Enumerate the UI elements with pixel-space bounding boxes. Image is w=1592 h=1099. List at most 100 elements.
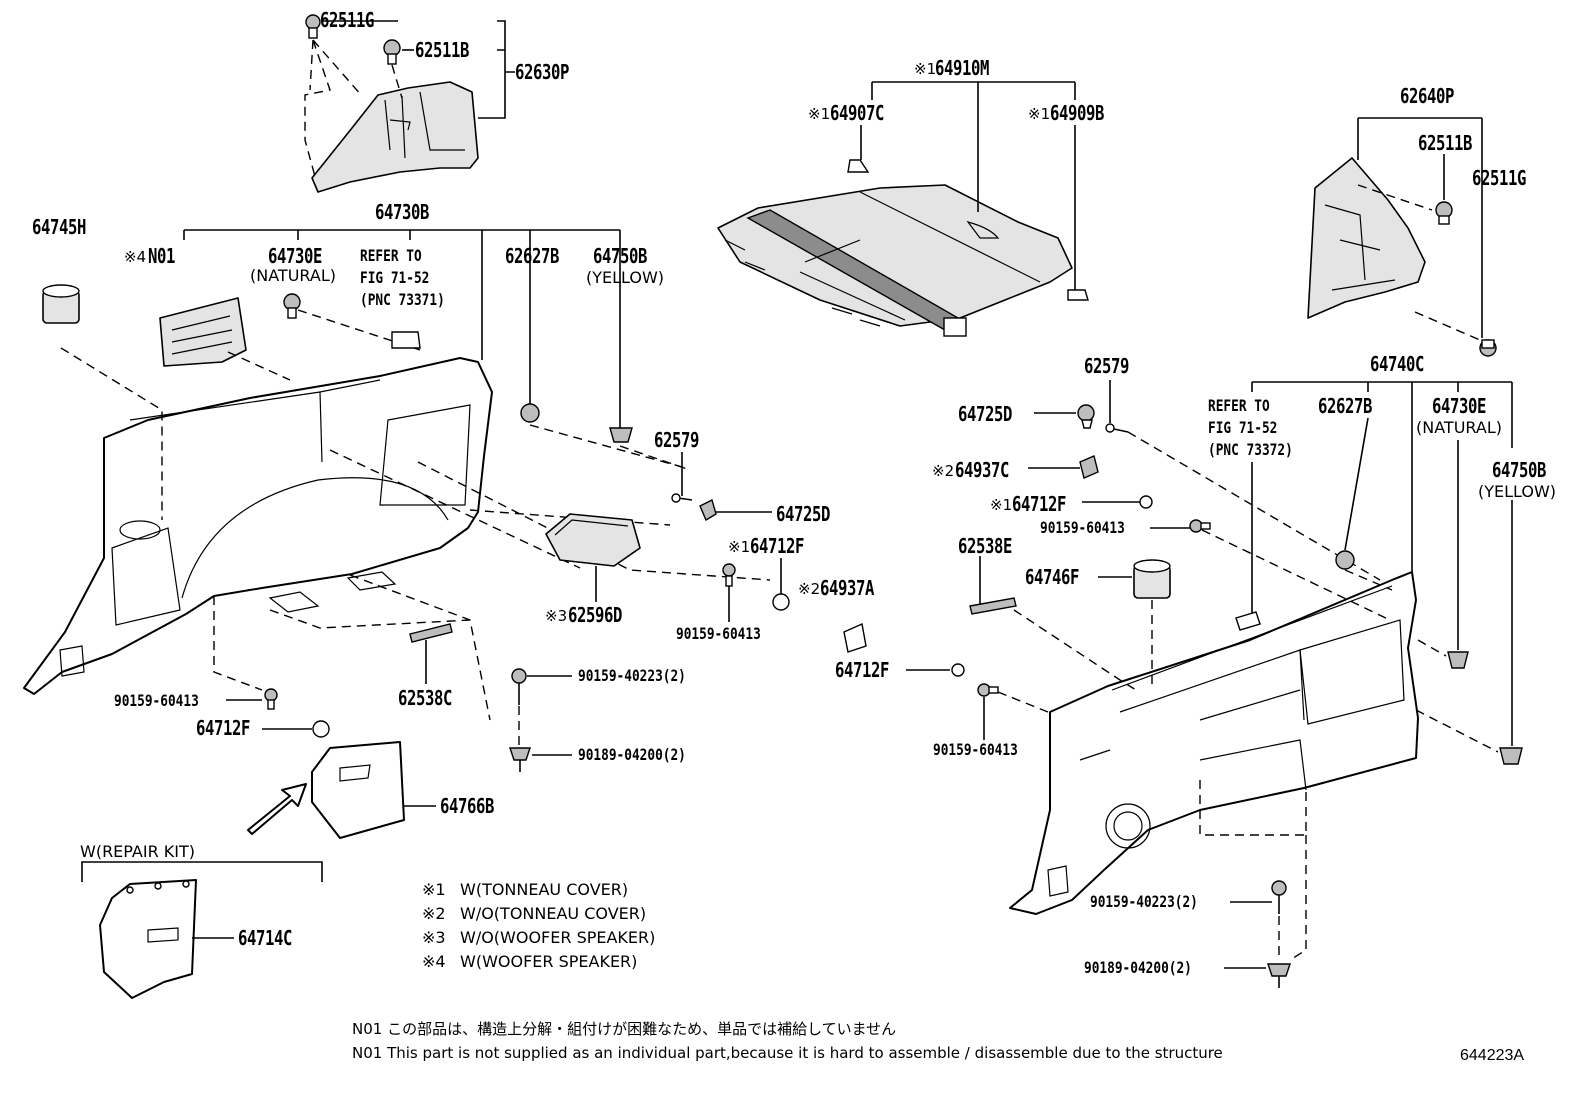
- part-number: 90159-60413: [1040, 518, 1125, 537]
- arrow-indicator: [247, 783, 307, 835]
- dashed-guide: [997, 691, 1049, 713]
- condition-mark: ※1: [728, 538, 751, 556]
- dashed-guide: [304, 39, 403, 181]
- dashed-guide: [1201, 529, 1393, 621]
- upper-trim-62630p: [311, 81, 479, 193]
- clip-90189-04200-left: [509, 747, 531, 772]
- repair-kit-bracket: [81, 861, 323, 882]
- part-number: 62511G: [1472, 166, 1527, 190]
- cup-holder-64745h: [42, 284, 80, 324]
- reference-note: REFER TO: [360, 246, 422, 265]
- footnote-japanese: N01 この部品は、構造上分解・組付けが困難なため、単品では補給していません: [352, 1020, 897, 1038]
- part-variant-note: (YELLOW): [1478, 482, 1557, 501]
- screw-90159-40223-left: [511, 668, 527, 705]
- clip-64750b-left: [609, 427, 633, 443]
- part-number: 64730B: [375, 200, 430, 224]
- plug-64712f-left: [312, 720, 330, 738]
- bolt-90159-60413-mid: [722, 563, 736, 587]
- part-variant-note: (NATURAL): [250, 266, 336, 285]
- part-number: 64909B: [1050, 101, 1105, 125]
- dashed-guide: [213, 596, 263, 691]
- clip-90189-04200-right: [1267, 963, 1291, 988]
- screw-62579-left: [671, 493, 693, 503]
- clip-64725d-right: [1077, 404, 1095, 429]
- bracket-pnc-73371: [391, 331, 421, 349]
- part-number: 90159-40223(2): [578, 666, 686, 685]
- part-number: N01: [148, 244, 176, 268]
- note-mark: ※1: [422, 880, 446, 899]
- condition-mark: ※1: [990, 496, 1013, 514]
- part-number: 64910M: [935, 56, 990, 80]
- part-number: 64746F: [1025, 565, 1080, 589]
- part-number: 62511B: [415, 38, 470, 62]
- plug-64712f-right-upper: [1139, 495, 1153, 509]
- dashed-guide: [60, 309, 771, 581]
- clip-64730e-left: [283, 293, 301, 319]
- clip-64730e-right: [1447, 651, 1469, 669]
- cover-64766b: [311, 741, 405, 839]
- part-number: 64714C: [238, 926, 293, 950]
- part-variant-note: (NATURAL): [1416, 418, 1502, 437]
- note-text: W/O(TONNEAU COVER): [460, 904, 647, 923]
- dashed-guide: [529, 424, 691, 471]
- part-number: 64750B: [593, 244, 648, 268]
- dashed-guide: [1415, 709, 1499, 753]
- note-text: W(TONNEAU COVER): [460, 880, 629, 899]
- part-number: 64745H: [32, 215, 87, 239]
- repair-kit-label: W(REPAIR KIT): [80, 842, 196, 861]
- part-number: 90159-60413: [676, 624, 761, 643]
- bracket-64907c: [847, 159, 870, 173]
- clip-64725d-left: [699, 498, 717, 522]
- condition-mark: ※1: [808, 105, 831, 123]
- clip-62511b-top: [383, 39, 401, 65]
- dashed-guide: [1357, 184, 1481, 341]
- plug-64712f-mid: [772, 593, 790, 611]
- condition-mark: ※4: [124, 248, 147, 266]
- part-number: 62596D: [568, 603, 623, 627]
- part-number: 64730E: [268, 244, 323, 268]
- reference-note: (PNC 73371): [360, 290, 445, 309]
- condition-mark: ※1: [1028, 105, 1051, 123]
- tonneau-cover-64910m: [717, 184, 1073, 337]
- clip-62627b-left: [520, 403, 540, 423]
- part-number: 62579: [1084, 354, 1130, 378]
- leader: [183, 229, 621, 430]
- note-text: W/O(WOOFER SPEAKER): [460, 928, 656, 947]
- part-variant-note: (YELLOW): [586, 268, 665, 287]
- leader: [860, 81, 1076, 290]
- plug-64712f-right-mid: [951, 663, 965, 677]
- note-text: W(WOOFER SPEAKER): [460, 952, 638, 971]
- tray-62596d: [545, 513, 641, 567]
- cap-64937a: [843, 622, 867, 653]
- leader: [1344, 417, 1369, 551]
- repair-kit-part-64714c: [99, 879, 197, 999]
- clip-62627b-right: [1335, 550, 1355, 570]
- part-number: 64712F: [1012, 492, 1067, 516]
- part-number: 90159-60413: [114, 691, 199, 710]
- dashed-guide: [1013, 609, 1137, 691]
- part-number: 62627B: [1318, 394, 1373, 418]
- part-number: 62511B: [1418, 131, 1473, 155]
- bracket-62538e: [969, 597, 1017, 615]
- condition-mark: ※2: [932, 462, 955, 480]
- dashed-guide: [269, 574, 491, 721]
- note-mark: ※2: [422, 904, 446, 923]
- condition-mark: ※1: [914, 60, 937, 78]
- part-number: 64725D: [776, 502, 831, 526]
- part-number: 64712F: [835, 658, 890, 682]
- part-number: 62511G: [320, 8, 375, 32]
- bracket-64909b: [1067, 289, 1089, 301]
- reference-note: FIG 71-52: [360, 268, 430, 287]
- part-number: 64907C: [830, 101, 885, 125]
- part-number: 64712F: [196, 716, 251, 740]
- clip-62511g-right: [1479, 339, 1497, 357]
- part-number: 90159-40223(2): [1090, 892, 1198, 911]
- footnote-english: N01 This part is not supplied as an indi…: [352, 1044, 1223, 1062]
- clip-64937c: [1079, 455, 1099, 479]
- dashed-guide: [1417, 639, 1447, 657]
- part-number: 64730E: [1432, 394, 1487, 418]
- part-number: 62538C: [398, 686, 453, 710]
- note-mark: ※4: [422, 952, 446, 971]
- figure-code: 644223A: [1460, 1047, 1525, 1064]
